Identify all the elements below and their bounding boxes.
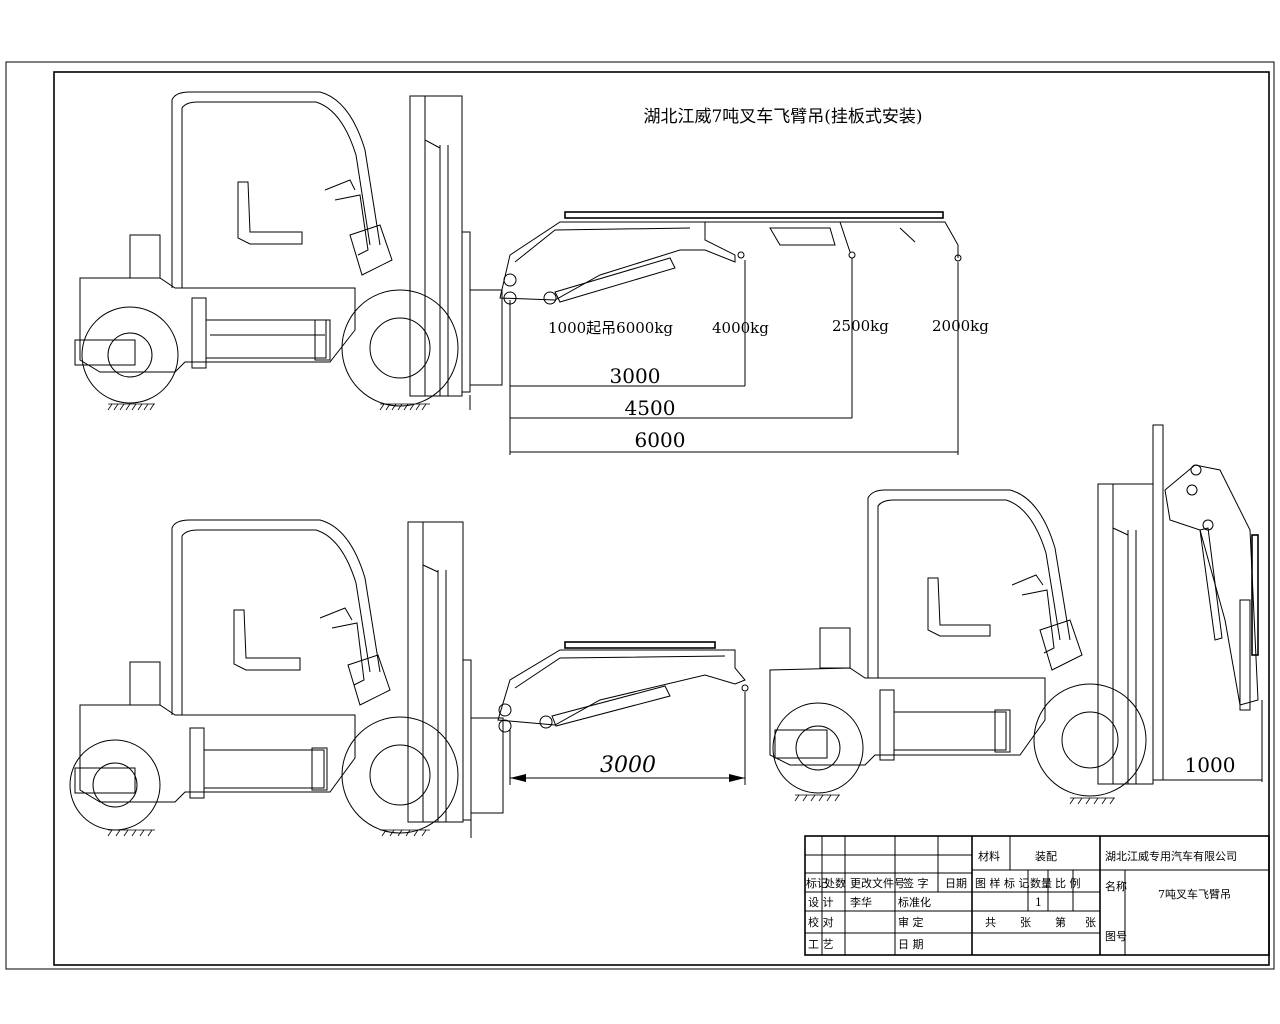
row-title: 标准化 [898,895,931,909]
rear-wheel [81,306,179,404]
boom-folded [1164,464,1259,711]
inner-border [53,71,1270,966]
dim-label-1000: 1000 [1185,753,1236,777]
hdr-cell: 日期 [945,877,967,890]
hdr-cell: 标记 [806,876,828,890]
front-wheel [341,289,459,407]
dim-label-6000: 6000 [635,428,686,452]
row-name: 李华 [850,895,872,909]
hdr-cell: 处数 [824,877,846,890]
load-label-2000: 2000kg [932,317,989,335]
misc-label: 共 [985,916,996,929]
dim-label-3000: 3000 [610,364,661,388]
dim-label-3000-bottom: 3000 [600,753,656,778]
title-block: 材料 装配 湖北江威专用汽车有限公司 7吨叉车飞臂吊 标记 处数 更改文件号 签… [804,835,1270,956]
drawing-title: 湖北江威7吨叉车飞臂吊(挂板式安装) [643,107,922,127]
boom-extended [499,211,962,305]
misc-label: 张 [1085,916,1096,929]
load-label-4000: 4000kg [712,319,769,337]
load-label-2500: 2500kg [832,317,889,335]
misc-label: 张 [1020,916,1031,929]
ground-hatch [107,403,430,411]
drawing-name: 7吨叉车飞臂吊 [1158,887,1231,901]
bottom-right-forklift-view [769,424,1263,805]
row-label: 校 对 [808,915,834,929]
boom-retracted [497,641,749,733]
side-label: 图号 [1105,930,1127,943]
company-name: 湖北江威专用汽车有限公司 [1105,849,1237,863]
dim-label-4500: 4500 [625,396,676,420]
hdr-cell: 图 样 标 记 [975,876,1030,890]
hdr-cell: 比 例 [1055,876,1081,890]
load-label-1000: 1000起吊6000kg [548,319,673,337]
side-label: 名称 [1105,879,1127,893]
hdr-cell: 更改文件号 [850,876,905,890]
material-value: 装配 [1035,850,1057,863]
sheet-count: 1 [1035,896,1042,909]
outer-border [5,61,1275,970]
mast [409,95,463,397]
top-forklift-view [74,91,962,455]
row-title: 审 定 [898,915,924,929]
bottom-left-forklift-view [69,519,749,838]
row-title: 日 期 [898,938,924,951]
material-label: 材料 [978,849,1000,863]
row-label: 设 计 [808,896,834,909]
hdr-cell: 数量 [1030,877,1052,890]
row-label: 工 艺 [808,938,834,951]
hdr-cell: 签 字 [903,876,929,890]
misc-label: 第 [1055,915,1066,929]
